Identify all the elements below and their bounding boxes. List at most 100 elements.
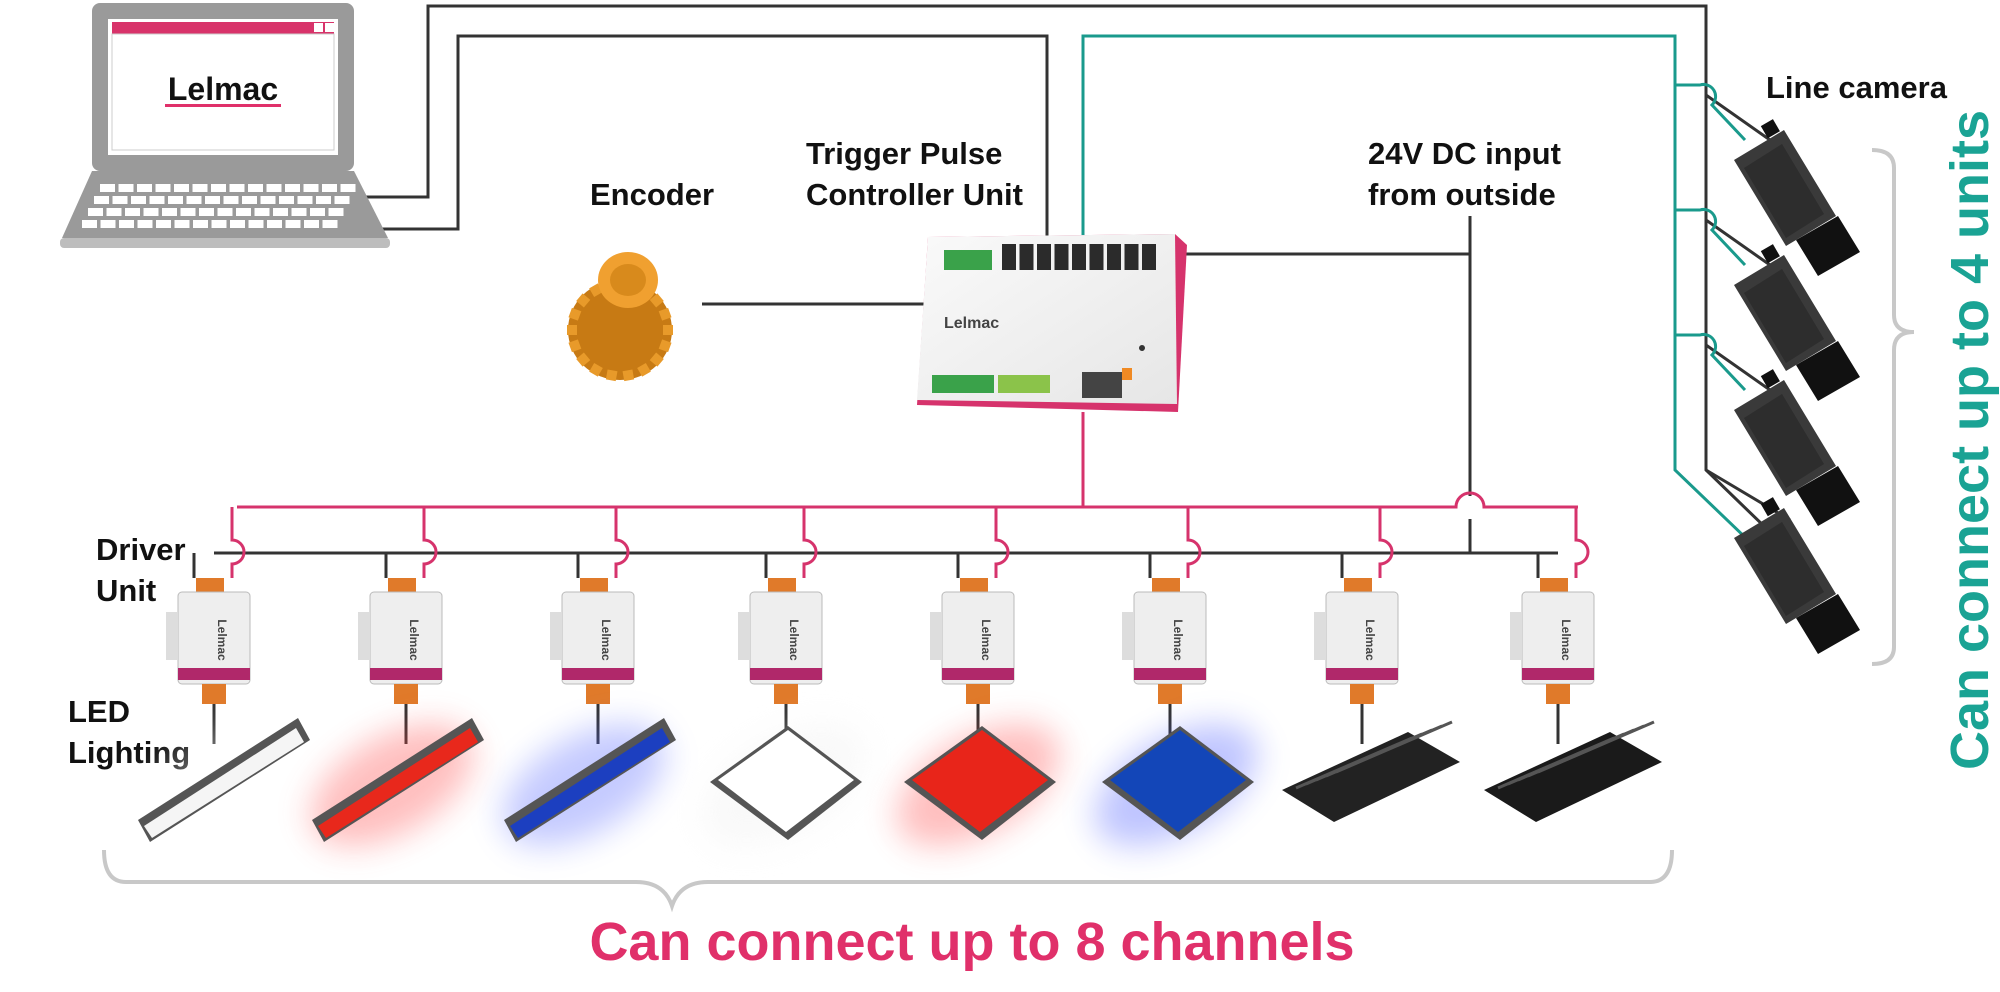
- keyboard-key: [322, 184, 337, 192]
- keyboard-key: [310, 208, 325, 216]
- line-camera-icon[interactable]: [1734, 119, 1860, 276]
- driver-unit-icon[interactable]: Lelmac: [930, 578, 1015, 704]
- controller-port: [1107, 244, 1121, 270]
- led-light-icon[interactable]: [1484, 720, 1662, 822]
- controller-unit-icon[interactable]: Lelmac: [917, 234, 1187, 412]
- driver-logo: Lelmac: [1559, 619, 1573, 661]
- wire-driver-pink: [614, 507, 630, 578]
- driver-label-line1: Driver: [96, 532, 186, 567]
- led-light-icon[interactable]: [1282, 720, 1460, 822]
- driver-unit-icon[interactable]: Lelmac: [166, 578, 251, 704]
- keyboard-key: [155, 184, 171, 192]
- driver-unit-icon[interactable]: Lelmac: [1314, 578, 1399, 704]
- keyboard-key: [242, 196, 257, 204]
- keyboard-key: [266, 184, 282, 192]
- keyboard-key: [230, 220, 245, 228]
- led-light-icon[interactable]: [682, 698, 886, 871]
- line-camera-group: [1734, 119, 1860, 654]
- keyboard-key: [125, 208, 140, 216]
- keyboard-key: [254, 208, 270, 216]
- led-label-line1: LED: [68, 694, 130, 729]
- line-camera-icon[interactable]: [1734, 369, 1860, 526]
- laptop-icon[interactable]: Lelmac: [60, 3, 390, 248]
- led-light-icon[interactable]: [1074, 698, 1278, 871]
- keyboard-key: [112, 196, 128, 204]
- wire-driver-pink: [230, 507, 246, 578]
- keyboard-key: [199, 208, 214, 216]
- units-caption: Can connect up to 4 units: [1940, 110, 2000, 770]
- wire-driver-pink: [1574, 507, 1590, 578]
- keyboard-key: [186, 196, 202, 204]
- controller-port: [1124, 244, 1139, 270]
- driver-logo: Lelmac: [215, 619, 229, 661]
- keyboard-icon: [82, 184, 356, 228]
- keyboard-key: [273, 208, 288, 216]
- controller-port-row: [1002, 244, 1156, 270]
- keyboard-key: [192, 184, 208, 192]
- driver-unit-icon[interactable]: Lelmac: [1122, 578, 1207, 704]
- driver-label-line2: Unit: [96, 573, 156, 608]
- led-light-icon[interactable]: [290, 698, 494, 871]
- keyboard-key: [137, 220, 153, 228]
- driver-unit-row: Lelmac Lelmac Lelmac Lelmac Lelmac Lelmac Lelm…: [166, 578, 1595, 704]
- keyboard-key: [100, 220, 116, 228]
- keyboard-key: [174, 184, 189, 192]
- line-camera-icon[interactable]: [1734, 244, 1860, 401]
- keyboard-key: [248, 184, 263, 192]
- driver-logo: Lelmac: [599, 619, 613, 661]
- driver-logo: Lelmac: [407, 619, 421, 661]
- keyboard-key: [285, 184, 300, 192]
- led-light-icon[interactable]: [482, 698, 686, 871]
- keyboard-key: [131, 196, 146, 204]
- wire-trigger-camera: [1081, 34, 1802, 592]
- keyboard-key: [193, 220, 208, 228]
- line-camera-icon[interactable]: [1734, 497, 1860, 654]
- keyboard-key: [162, 208, 177, 216]
- keyboard-key: [149, 196, 165, 204]
- keyboard-key: [211, 184, 226, 192]
- keyboard-key: [180, 208, 196, 216]
- channels-brace: [102, 849, 1674, 913]
- keyboard-key: [205, 196, 220, 204]
- led-light-icon[interactable]: [116, 698, 320, 871]
- wire-camera-links-dark: [1705, 93, 1791, 522]
- keyboard-key: [328, 208, 344, 216]
- keyboard-key: [322, 220, 338, 228]
- controller-port: [1089, 244, 1104, 270]
- keyboard-key: [223, 196, 239, 204]
- wire-pink-bus: [237, 491, 1578, 509]
- keyboard-key: [334, 196, 350, 204]
- driver-unit-icon[interactable]: Lelmac: [550, 578, 635, 704]
- keyboard-key: [174, 220, 190, 228]
- dc-input-label-line2: from outside: [1368, 177, 1556, 212]
- keyboard-key: [285, 220, 301, 228]
- controller-port: [1142, 244, 1156, 270]
- driver-unit-icon[interactable]: Lelmac: [358, 578, 443, 704]
- keyboard-key: [94, 196, 109, 204]
- wire-driver-pink: [1378, 507, 1394, 578]
- wiring: [192, 4, 1832, 744]
- keyboard-key: [106, 208, 122, 216]
- driver-logo: Lelmac: [787, 619, 801, 661]
- driver-unit-icon[interactable]: Lelmac: [1510, 578, 1595, 704]
- keyboard-key: [137, 184, 152, 192]
- wire-laptop-controller: [375, 34, 1049, 236]
- led-lighting-row: [116, 698, 1662, 871]
- controller-port: [1037, 244, 1051, 270]
- line-camera-label: Line camera: [1766, 70, 1948, 105]
- wire-driver-pink: [994, 507, 1010, 578]
- keyboard-key: [267, 220, 282, 228]
- led-light-icon[interactable]: [876, 698, 1080, 871]
- keyboard-key: [229, 184, 245, 192]
- controller-port: [1072, 244, 1086, 270]
- units-brace: [1871, 148, 1915, 666]
- keyboard-key: [304, 220, 319, 228]
- controller-label-line2: Controller Unit: [806, 177, 1023, 212]
- wire-driver-pink: [422, 507, 438, 578]
- driver-logo: Lelmac: [1363, 619, 1377, 661]
- keyboard-key: [297, 196, 313, 204]
- keyboard-key: [340, 184, 356, 192]
- keyboard-key: [303, 184, 319, 192]
- driver-unit-icon[interactable]: Lelmac: [738, 578, 823, 704]
